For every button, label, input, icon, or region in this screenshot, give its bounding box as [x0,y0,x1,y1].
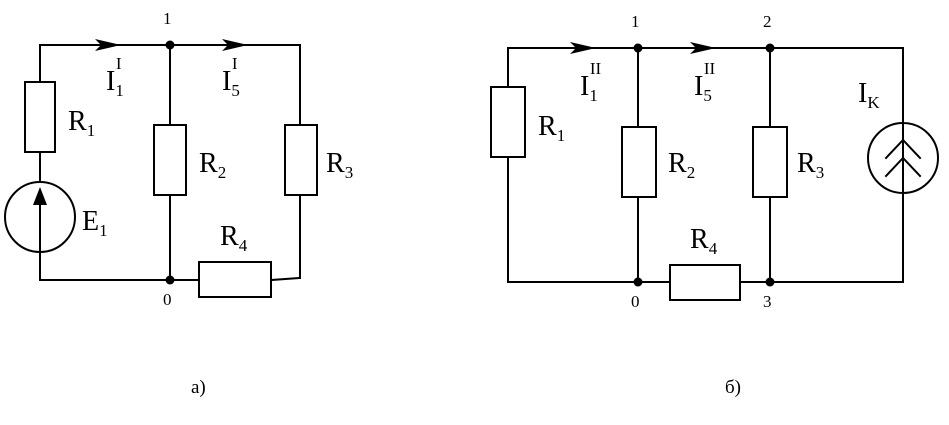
arrow-b-i1 [570,42,596,54]
resistor-b-r3 [752,126,788,198]
node-b-2 [765,43,775,53]
label-a-r1: R1 [68,106,95,140]
label-a-i5: I5I [222,54,240,100]
label-a-r3: R3 [326,148,353,182]
label-b-r3: R3 [797,148,824,182]
resistor-b-r4 [669,264,741,301]
wire-a-bottom-right [269,276,302,282]
arrow-a-i5 [222,39,248,51]
label-b-r1: R1 [538,111,565,145]
node-label-b-2: 2 [763,12,772,31]
resistor-b-r1 [490,86,526,158]
node-a-0 [165,275,175,285]
resistor-a-r1 [24,81,56,153]
resistor-a-r3 [284,124,318,196]
caption-a: а) [191,377,206,398]
arrow-b-i5 [690,42,716,54]
node-label-a-1: 1 [163,9,172,28]
label-a-r2: R2 [199,148,226,182]
label-b-r4: R4 [690,224,718,258]
resistor-a-r4 [198,261,272,298]
label-b-i1: I1II [580,59,601,105]
resistor-a-r2 [153,124,187,196]
source-b-ik-chevron-top [884,138,922,160]
label-a-e1: E1 [82,206,108,240]
node-label-b-3: 3 [763,292,772,311]
label-b-i5: I5II [694,59,715,105]
source-b-ik-chevron-bottom [884,156,922,178]
node-label-a-0: 0 [163,290,172,309]
node-b-0 [633,277,643,287]
label-b-ik: IK [858,78,880,112]
caption-b: б) [725,377,741,398]
label-a-r4: R4 [220,221,248,255]
node-label-b-0: 0 [631,292,640,311]
source-a-e1-arrow [33,187,47,205]
circuit-b: 1 2 0 3 I1II I5II R1 R2 R3 R4 IK б) [490,12,939,398]
label-b-r2: R2 [668,148,695,182]
label-a-i1: I1I [106,54,124,100]
node-label-b-1: 1 [631,12,640,31]
node-a-1 [165,40,175,50]
resistor-b-r2 [621,126,657,198]
node-b-3 [765,277,775,287]
arrow-a-i1 [95,39,121,51]
circuit-a: 1 0 I1I I5I R1 R2 R3 R4 E1 а) [4,9,353,398]
node-b-1 [633,43,643,53]
